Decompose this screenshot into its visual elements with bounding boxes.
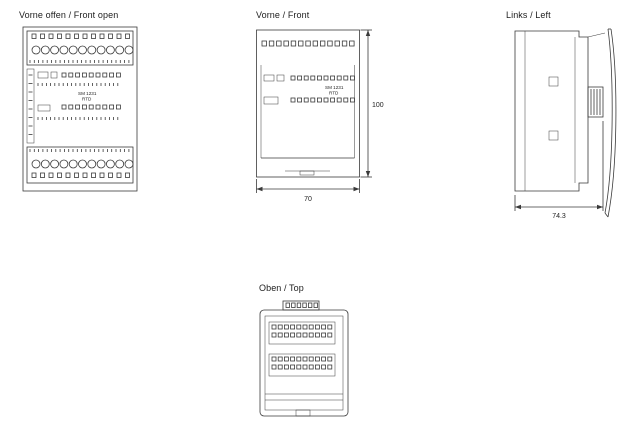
status-led-row-2 <box>61 104 121 110</box>
status-led-row-1 <box>290 75 355 81</box>
module-outline <box>256 29 360 178</box>
height-dimension-value: 100 <box>372 102 384 109</box>
bottom-terminal-block <box>26 146 134 184</box>
module-name-line1: SM 1231 <box>78 91 97 96</box>
terminal-door <box>261 157 355 176</box>
top-view-label: Oben / Top <box>259 283 304 293</box>
module-outline <box>22 26 138 192</box>
front-edge-lines <box>265 393 343 417</box>
height-dimension: 100 <box>360 29 384 178</box>
left-view-label: Links / Left <box>506 10 551 20</box>
view-top: Oben / Top <box>258 283 358 422</box>
front-drawing: SM 1231 RTD 100 <box>256 29 384 203</box>
status-led-row-2 <box>290 97 355 103</box>
module-name-line2: RTD <box>82 97 92 102</box>
depth-dimension: 74.3 <box>514 121 604 220</box>
top-vent-slots <box>31 33 130 39</box>
bus-connector-tab <box>282 300 320 311</box>
mounting-detail-upper <box>548 76 559 87</box>
side-label-strip <box>26 68 35 144</box>
depth-dimension-value: 74.3 <box>552 213 566 220</box>
terminal-bank-1 <box>268 321 336 345</box>
rear-profile-curve <box>604 28 617 218</box>
housing-inner <box>264 315 344 411</box>
front-open-drawing: SM 1231 RTD <box>22 26 138 192</box>
module-name-line2: RTD <box>329 91 339 96</box>
module-name-line1: SM 1231 <box>325 85 344 90</box>
view-front-open: Vorne offen / Front open SM 1231 RTD <box>18 10 148 197</box>
width-dimension: 70 <box>256 179 360 203</box>
top-vent-slots <box>261 40 355 47</box>
top-terminal-block <box>26 30 134 66</box>
bus-connector <box>587 86 604 118</box>
terminal-bank-2 <box>268 353 336 377</box>
side-profile <box>514 30 606 192</box>
top-drawing <box>259 300 349 417</box>
top-terminal-numbers <box>29 60 130 63</box>
front-open-view-label: Vorne offen / Front open <box>19 10 119 20</box>
module-face: SM 1231 RTD <box>26 68 121 144</box>
mounting-detail-lower <box>548 130 559 141</box>
latch-notch <box>295 409 311 417</box>
view-left: Links / Left <box>505 10 627 221</box>
bottom-terminal-screws <box>31 159 134 169</box>
view-front: Vorne / Front SM 1231 RTD <box>255 10 389 207</box>
top-terminal-screws <box>31 45 134 55</box>
left-side-drawing: 74.3 <box>514 28 617 220</box>
status-led-row-1 <box>61 72 121 78</box>
front-view-label: Vorne / Front <box>256 10 310 20</box>
bottom-terminal-numbers <box>29 149 130 152</box>
width-dimension-value: 70 <box>304 196 312 203</box>
module-face: SM 1231 RTD <box>263 74 355 105</box>
bottom-vent-slots <box>31 172 130 178</box>
